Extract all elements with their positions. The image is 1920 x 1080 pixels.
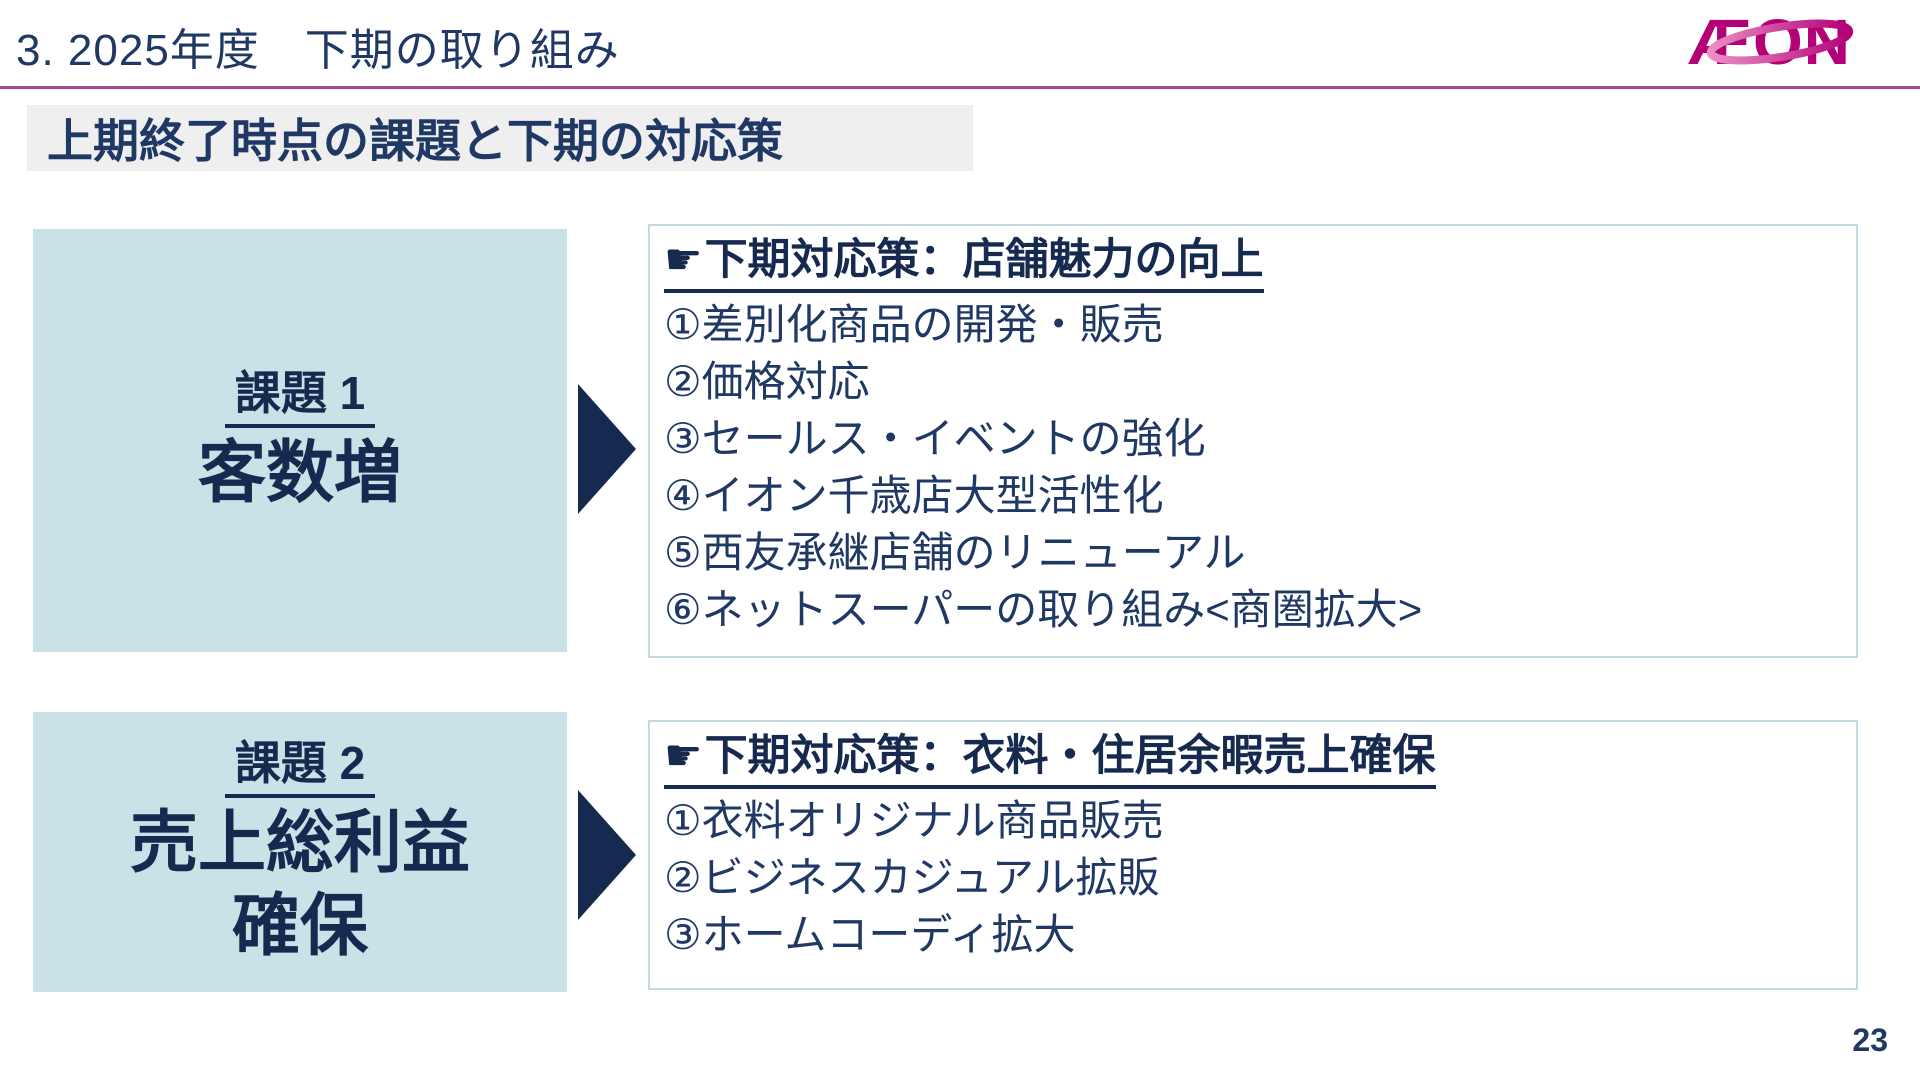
issue-1-title: 客数増 (197, 434, 402, 511)
response-2-item: ②ビジネスカジュアル拡販 (664, 853, 1160, 901)
title-divider-line (0, 86, 1920, 89)
response-2-title: ☛下期対応策：衣料・住居余暇売上確保 (664, 730, 1436, 789)
response-1-item: ⑤西友承継店舗のリニューアル (664, 528, 1246, 576)
response-2-title-text: 下期対応策：衣料・住居余暇売上確保 (704, 732, 1436, 780)
response-box-1: ☛下期対応策：店舗魅力の向上 ①差別化商品の開発・販売 ②価格対応 ③セールス・… (648, 224, 1858, 658)
aeon-logo: ÆON (1688, 6, 1854, 78)
response-1-title-text: 下期対応策：店舗魅力の向上 (704, 236, 1264, 284)
response-box-2: ☛下期対応策：衣料・住居余暇売上確保 ①衣料オリジナル商品販売 ②ビジネスカジュ… (648, 720, 1858, 990)
arrow-right-icon (578, 790, 636, 920)
page-title: 3. 2025年度 下期の取り組み (16, 26, 620, 75)
page-number: 23 (1852, 1022, 1888, 1058)
response-1-item: ②価格対応 (664, 357, 870, 405)
issue-1-label: 課題 1 (224, 366, 376, 428)
response-1-item: ③セールス・イベントの強化 (664, 414, 1206, 462)
section-header-band: 上期終了時点の課題と下期の対応策 (27, 105, 973, 171)
response-1-item: ①差別化商品の開発・販売 (664, 300, 1164, 348)
response-1-title: ☛下期対応策：店舗魅力の向上 (664, 234, 1264, 293)
arrow-right-icon (578, 384, 636, 514)
issue-box-1: 課題 1 客数増 (33, 229, 567, 652)
response-2-item: ①衣料オリジナル商品販売 (664, 796, 1164, 844)
aeon-logo-ring (1706, 19, 1854, 65)
response-1-item: ④イオン千歳店大型活性化 (664, 471, 1164, 519)
response-2-item: ③ホームコーディ拡大 (664, 910, 1076, 958)
pointing-hand-icon: ☛ (664, 236, 703, 284)
issue-2-title-line1: 売上総利益 (129, 804, 470, 881)
pointing-hand-icon: ☛ (664, 732, 703, 780)
issue-2-label: 課題 2 (224, 736, 376, 798)
section-header-text: 上期終了時点の課題と下期の対応策 (47, 115, 783, 167)
issue-2-title: 売上総利益 確保 (130, 802, 470, 968)
issue-2-title-line2: 確保 (231, 887, 368, 964)
issue-box-2: 課題 2 売上総利益 確保 (33, 712, 567, 992)
response-1-item: ⑥ネットスーパーの取り組み<商圏拡大> (664, 585, 1423, 633)
